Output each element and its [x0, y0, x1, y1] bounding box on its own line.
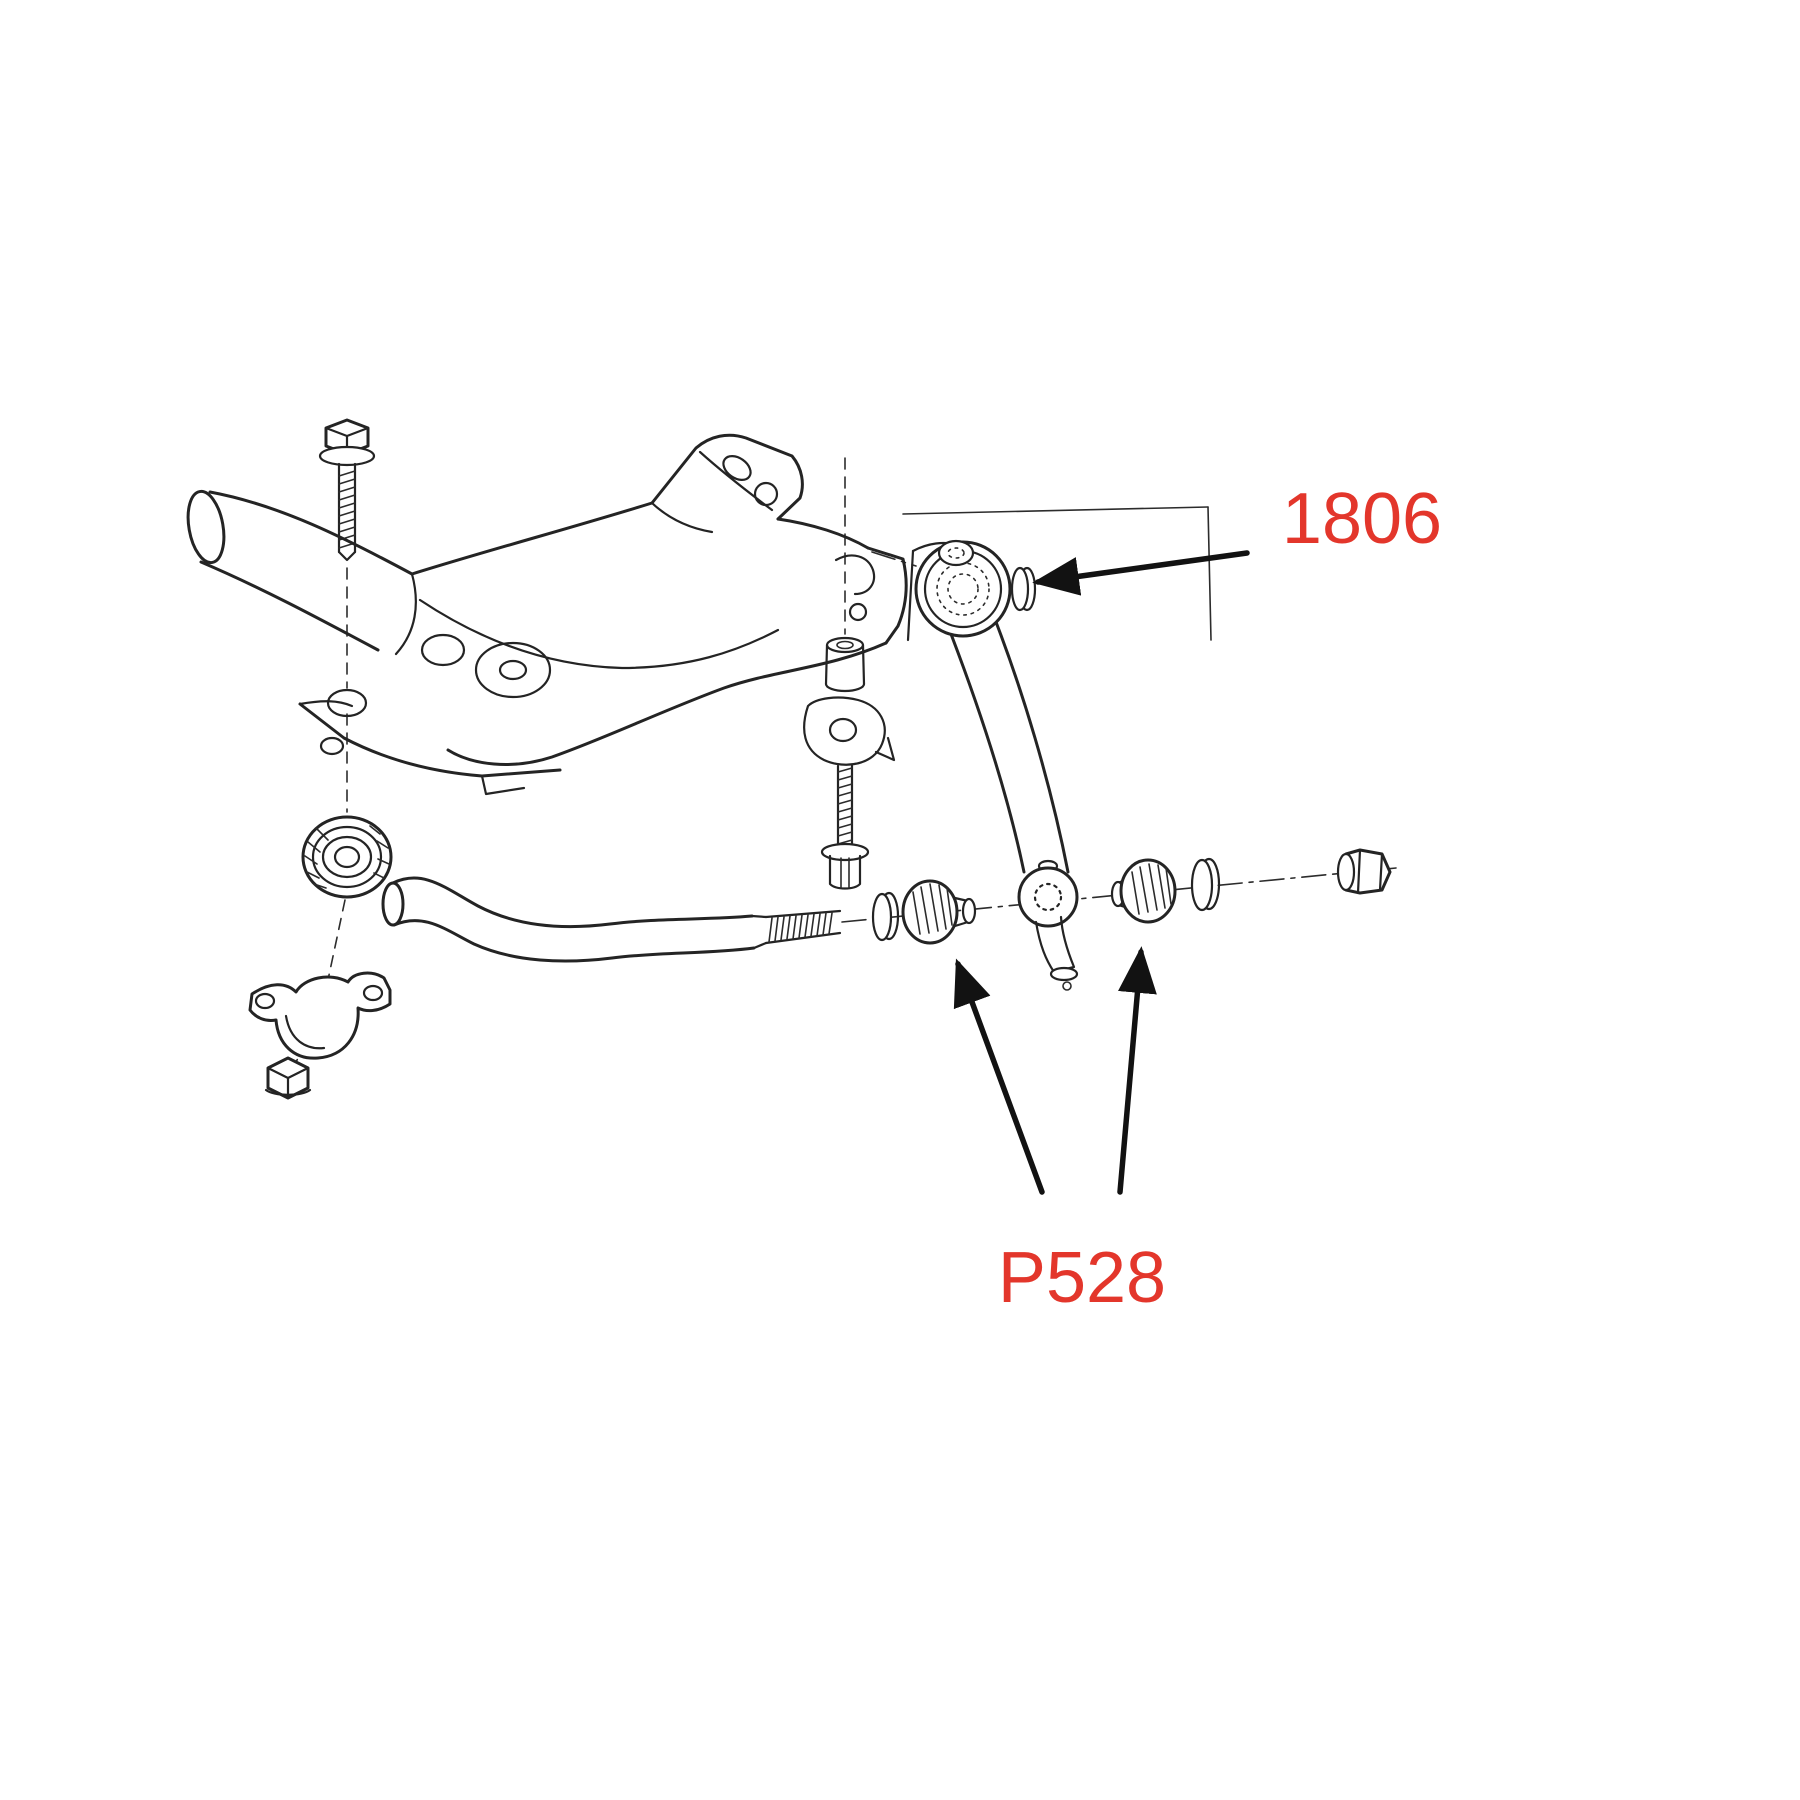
clamp-nut — [264, 1056, 312, 1100]
flange-bolt — [318, 418, 376, 562]
arrow-to-link-bushing-front — [953, 958, 1045, 1195]
tension-rod — [949, 620, 1070, 874]
part-label-1806: 1806 — [1282, 479, 1442, 559]
annotation-1806: 1806 — [1032, 479, 1442, 596]
insulator-spacer — [824, 636, 866, 693]
link-bushing-rear — [1110, 858, 1177, 924]
arrow-to-link-bushing-rear — [1117, 946, 1157, 1195]
arrow-to-tension-rod-bushing — [1032, 550, 1250, 596]
stabilizer-clamp — [248, 971, 392, 1060]
stabilizer-bar — [381, 876, 842, 963]
part-label-p528: P528 — [998, 1238, 1166, 1318]
link-bushing-front — [901, 879, 977, 945]
washer-rear — [1190, 857, 1221, 912]
lock-nut — [1336, 848, 1392, 895]
annotation-p528: P528 — [953, 946, 1166, 1318]
stabilizer-bushing — [301, 815, 393, 899]
subframe-crossmember — [186, 433, 908, 796]
washer-front — [871, 891, 900, 942]
retainer-plate — [803, 696, 896, 766]
tension-rod-bushing — [906, 539, 1037, 642]
stabilizer-link — [1017, 859, 1079, 991]
mount-bolt — [820, 764, 870, 890]
